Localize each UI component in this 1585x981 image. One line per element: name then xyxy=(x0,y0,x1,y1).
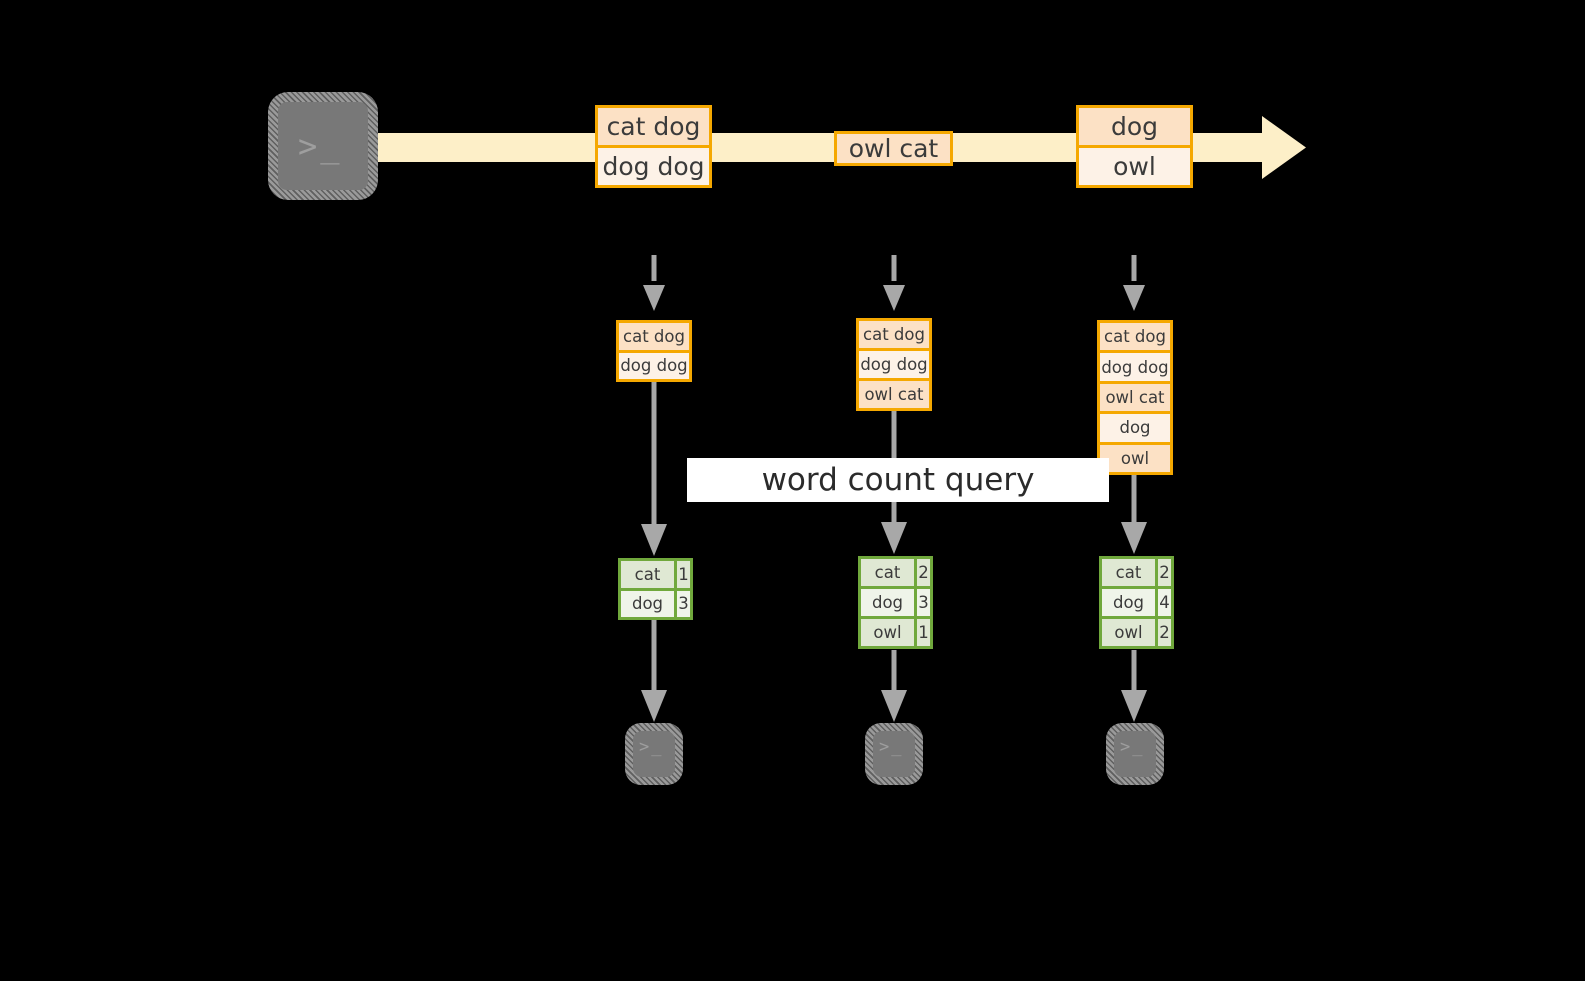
message-group-3[interactable]: dog owl xyxy=(1076,105,1193,188)
table-cell-word: cat xyxy=(621,561,674,588)
message-row: cat dog xyxy=(598,108,709,145)
stream-to-snapshot-2-arrowhead xyxy=(883,285,905,311)
terminal-face xyxy=(633,731,675,777)
consumer-terminal-2[interactable]: >_ xyxy=(865,723,923,785)
terminal-prompt-glyph: >_ xyxy=(879,737,904,757)
table-cell-count: 2 xyxy=(914,559,930,586)
table-row: cat 2 xyxy=(1102,559,1171,586)
consumer-terminal-3[interactable]: >_ xyxy=(1106,723,1164,785)
snapshot-row: owl cat xyxy=(859,378,929,408)
message-row: owl cat xyxy=(837,134,950,163)
table-cell-word: cat xyxy=(861,559,914,586)
snapshot-row: owl cat xyxy=(1100,380,1170,412)
snapshot-1[interactable]: cat dog dog dog xyxy=(616,320,692,382)
table-cell-word: owl xyxy=(1102,619,1155,646)
snapshot-1-to-result-1-arrowhead xyxy=(641,524,667,556)
table-cell-count: 1 xyxy=(914,619,930,646)
result-2-to-consumer-2-arrowhead xyxy=(881,690,907,722)
result-1-to-consumer-1-arrowhead xyxy=(641,690,667,722)
snapshot-row: cat dog xyxy=(619,323,689,350)
terminal-face xyxy=(873,731,915,777)
message-row: dog dog xyxy=(598,145,709,185)
terminal-prompt-glyph: >_ xyxy=(298,127,343,165)
producer-terminal[interactable]: >_ xyxy=(268,92,378,200)
terminal-prompt-glyph: >_ xyxy=(1120,737,1145,757)
result-table-3[interactable]: cat 2 dog 4 owl 2 xyxy=(1099,556,1174,649)
snapshot-row: dog xyxy=(1100,411,1170,442)
table-cell-count: 4 xyxy=(1155,589,1171,616)
message-group-2[interactable]: owl cat xyxy=(834,131,953,166)
table-cell-word: owl xyxy=(861,619,914,646)
table-cell-count: 1 xyxy=(674,561,690,588)
message-row: dog xyxy=(1079,108,1190,145)
table-row: dog 3 xyxy=(861,586,930,616)
result-table-2[interactable]: cat 2 dog 3 owl 1 xyxy=(858,556,933,649)
stream-to-snapshot-1-arrowhead xyxy=(643,285,665,311)
snapshot-3[interactable]: cat dog dog dog owl cat dog owl xyxy=(1097,320,1173,475)
table-cell-word: dog xyxy=(1102,589,1155,616)
table-row: owl 2 xyxy=(1102,616,1171,646)
table-row: dog 3 xyxy=(621,587,690,617)
result-table-1[interactable]: cat 1 dog 3 xyxy=(618,558,693,620)
terminal-prompt-glyph: >_ xyxy=(639,737,664,757)
word-count-query-banner: word count query xyxy=(687,458,1109,502)
terminal-face xyxy=(1114,731,1156,777)
result-3-to-consumer-3-arrowhead xyxy=(1121,690,1147,722)
table-cell-word: cat xyxy=(1102,559,1155,586)
table-cell-word: dog xyxy=(621,590,674,617)
snapshot-row: cat dog xyxy=(859,321,929,348)
message-group-1[interactable]: cat dog dog dog xyxy=(595,105,712,188)
terminal-face xyxy=(278,102,368,190)
message-row: owl xyxy=(1079,145,1190,185)
snapshot-row: dog dog xyxy=(619,349,689,379)
snapshot-row: dog dog xyxy=(1100,350,1170,381)
snapshot-row: dog dog xyxy=(859,348,929,378)
table-cell-count: 3 xyxy=(914,589,930,616)
table-cell-word: dog xyxy=(861,589,914,616)
table-row: owl 1 xyxy=(861,616,930,646)
snapshot-2-to-result-2-arrowhead xyxy=(881,522,907,554)
stream-to-snapshot-3-arrowhead xyxy=(1123,285,1145,311)
snapshot-3-to-result-3-arrowhead xyxy=(1121,522,1147,554)
snapshot-2[interactable]: cat dog dog dog owl cat xyxy=(856,318,932,411)
table-cell-count: 3 xyxy=(674,590,690,617)
snapshot-row: cat dog xyxy=(1100,323,1170,351)
table-row: cat 1 xyxy=(621,561,690,588)
snapshot-row: owl xyxy=(1100,441,1170,473)
table-row: dog 4 xyxy=(1102,586,1171,616)
table-cell-count: 2 xyxy=(1155,559,1171,586)
table-row: cat 2 xyxy=(861,559,930,586)
table-cell-count: 2 xyxy=(1155,619,1171,646)
consumer-terminal-1[interactable]: >_ xyxy=(625,723,683,785)
